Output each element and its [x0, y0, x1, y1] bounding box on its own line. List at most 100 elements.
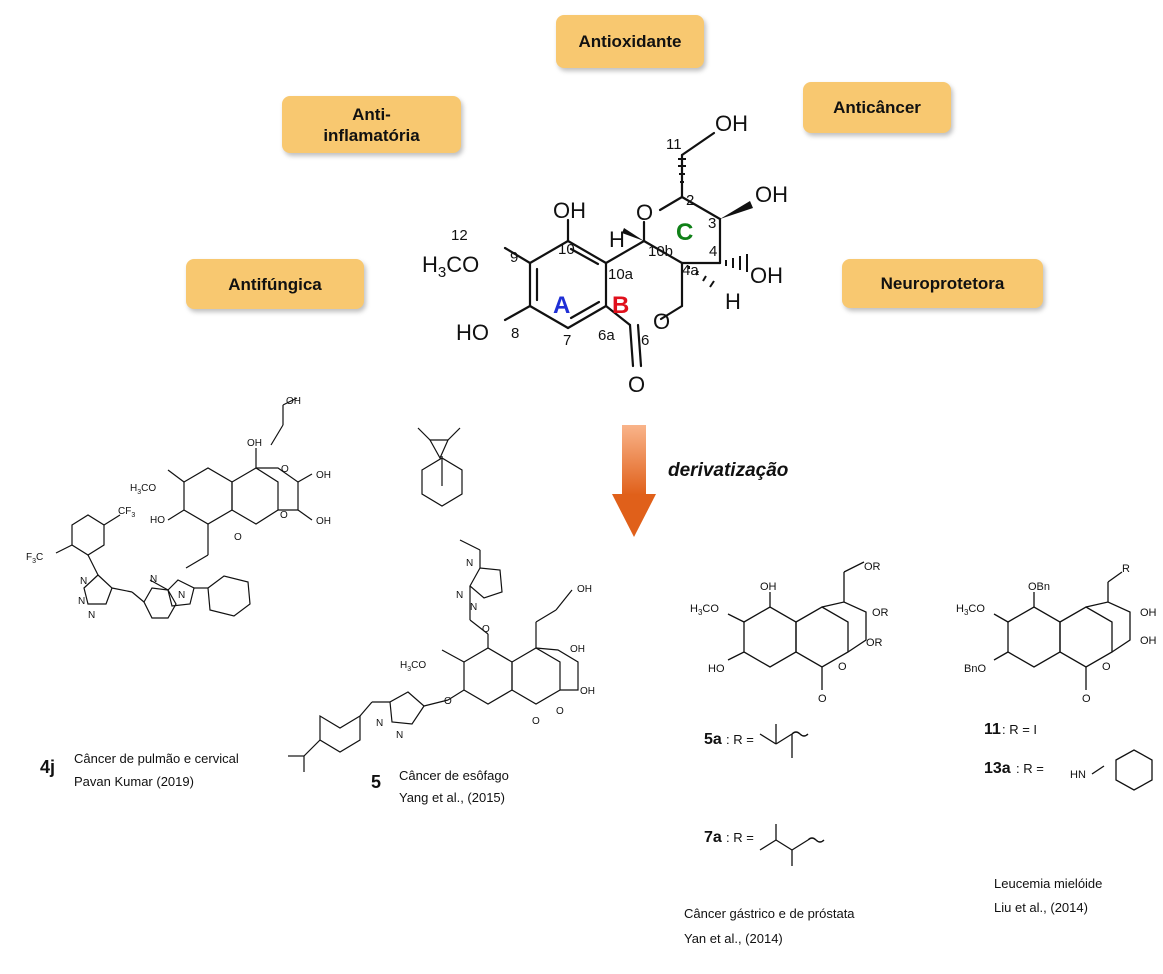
- ring-label-c: C: [676, 219, 693, 246]
- caption-5a-7a-line1: Câncer gástrico e de próstata: [684, 906, 855, 921]
- svg-text:H3CO: H3CO: [400, 660, 426, 673]
- activity-label: Anticâncer: [833, 98, 921, 117]
- svg-text:OH: OH: [316, 516, 331, 527]
- r-value-13a: : R =: [1016, 761, 1044, 776]
- svg-text:N: N: [396, 730, 403, 741]
- caption-5-line2: Yang et al., (2015): [399, 790, 505, 805]
- svg-text:O: O: [280, 510, 288, 521]
- group-oh-11: OH: [715, 111, 748, 136]
- group-oh-3: OH: [755, 182, 788, 207]
- caption-11-13a-line1: Leucemia mielóide: [994, 876, 1103, 891]
- svg-text:3: 3: [708, 215, 716, 232]
- svg-text:OR: OR: [864, 561, 881, 573]
- structure-11-13a-labels: R OBn H3CO BnO OH OH O O HN: [956, 563, 1157, 781]
- svg-text:OR: OR: [872, 607, 889, 619]
- caption-5a-7a-line2: Yan et al., (2014): [684, 931, 783, 946]
- structure-5a-7a-labels: OR OH H3CO HO OR OR O O: [690, 561, 889, 705]
- ring-label-a: A: [553, 292, 570, 319]
- svg-text:OH: OH: [760, 581, 777, 593]
- svg-text:O: O: [234, 532, 242, 543]
- compound-number-7a: 7a: [704, 829, 722, 846]
- group-oh-10: OH: [553, 198, 586, 223]
- svg-text:N: N: [88, 610, 95, 621]
- atom-numbers: 12 9 10 10a 10b 4a 8 7 6a 6 11 2 3 4: [451, 136, 717, 349]
- structure-5a-7a: [727, 561, 867, 866]
- svg-text:O: O: [1082, 693, 1091, 705]
- svg-text:2: 2: [686, 192, 694, 209]
- structure-5-labels: OH H3CO O OH OH O O O N N N N N: [376, 558, 595, 741]
- derivatization-arrow: [612, 425, 656, 537]
- caption-5-line1: Câncer de esôfago: [399, 768, 509, 783]
- compound-number-5: 5: [371, 772, 381, 792]
- svg-text:OR: OR: [866, 637, 883, 649]
- activity-neuroprotetora: Neuroprotetora: [842, 259, 1043, 308]
- structure-4j: [55, 397, 313, 619]
- svg-text:N: N: [466, 558, 473, 569]
- svg-text:12: 12: [451, 227, 468, 244]
- svg-text:10: 10: [558, 241, 575, 258]
- svg-text:7: 7: [563, 332, 571, 349]
- group-h3co: H3CO: [422, 252, 479, 281]
- svg-text:CF3: CF3: [118, 506, 135, 519]
- oxygen-ring-c: O: [636, 200, 653, 225]
- caption-11-13a-line2: Liu et al., (2014): [994, 900, 1088, 915]
- svg-text:N: N: [78, 596, 85, 607]
- group-ho-8: HO: [456, 320, 489, 345]
- core-structure: [503, 131, 722, 368]
- structure-4j-labels: OH OH H3CO HO O OH OH O O CF3 F3C N N N …: [26, 396, 331, 621]
- oxygen-carbonyl: O: [628, 372, 645, 397]
- svg-text:O: O: [482, 624, 490, 635]
- activity-label: Neuroprotetora: [880, 274, 1005, 293]
- svg-text:O: O: [838, 661, 847, 673]
- activity-anticancer: Anticâncer: [803, 82, 951, 133]
- activity-label: Antioxidante: [578, 32, 682, 51]
- activity-antifungica: Antifúngica: [186, 259, 364, 309]
- svg-text:N: N: [376, 718, 383, 729]
- core-labels: OH H3CO HO O H OH OH OH H O O: [422, 111, 788, 397]
- svg-text:11: 11: [666, 136, 682, 153]
- svg-text:O: O: [818, 693, 827, 705]
- svg-text:HO: HO: [150, 515, 165, 526]
- svg-text:OH: OH: [316, 470, 331, 481]
- activity-label: Antifúngica: [228, 274, 322, 294]
- svg-text:10b: 10b: [648, 243, 673, 260]
- svg-text:H3CO: H3CO: [130, 483, 156, 496]
- svg-text:H3CO: H3CO: [690, 603, 719, 617]
- svg-text:H3CO: H3CO: [956, 603, 985, 617]
- ring-label-b: B: [612, 292, 629, 319]
- oxygen-lactone: O: [653, 309, 670, 334]
- svg-text:N: N: [470, 602, 477, 613]
- svg-text:HN: HN: [1070, 769, 1086, 781]
- svg-text:N: N: [150, 574, 157, 585]
- svg-text:8: 8: [511, 325, 519, 342]
- svg-text:10a: 10a: [608, 266, 634, 283]
- svg-text:OH: OH: [577, 584, 592, 595]
- activity-antioxidante: Antioxidante: [556, 15, 704, 68]
- compound-number-4j: 4j: [40, 757, 55, 777]
- derivatization-label: derivatização: [668, 460, 789, 481]
- svg-text:9: 9: [510, 249, 518, 266]
- caption-4j-line1: Câncer de pulmão e cervical: [74, 751, 239, 766]
- svg-text:N: N: [178, 590, 185, 601]
- h-10b: H: [609, 227, 625, 252]
- r-label-7a: : R =: [726, 830, 754, 845]
- svg-text:HO: HO: [708, 663, 725, 675]
- compound-number-13a: 13a: [984, 760, 1011, 777]
- svg-text:6: 6: [641, 332, 649, 349]
- svg-text:F3C: F3C: [26, 552, 43, 565]
- r-label-5a: : R =: [726, 732, 754, 747]
- svg-text:OH: OH: [286, 396, 301, 407]
- svg-text:O: O: [532, 716, 540, 727]
- svg-text:N: N: [456, 590, 463, 601]
- core-stereo: [622, 158, 753, 288]
- svg-text:N: N: [80, 576, 87, 587]
- activity-anti-inflamatoria: Anti- inflamatória: [282, 96, 461, 153]
- svg-text:BnO: BnO: [964, 663, 986, 675]
- structure-11-13a: [993, 571, 1153, 791]
- svg-text:4a: 4a: [682, 262, 699, 279]
- svg-text:4: 4: [709, 243, 717, 260]
- svg-text:OBn: OBn: [1028, 581, 1050, 593]
- svg-text:O: O: [1102, 661, 1111, 673]
- svg-text:OH: OH: [1140, 607, 1157, 619]
